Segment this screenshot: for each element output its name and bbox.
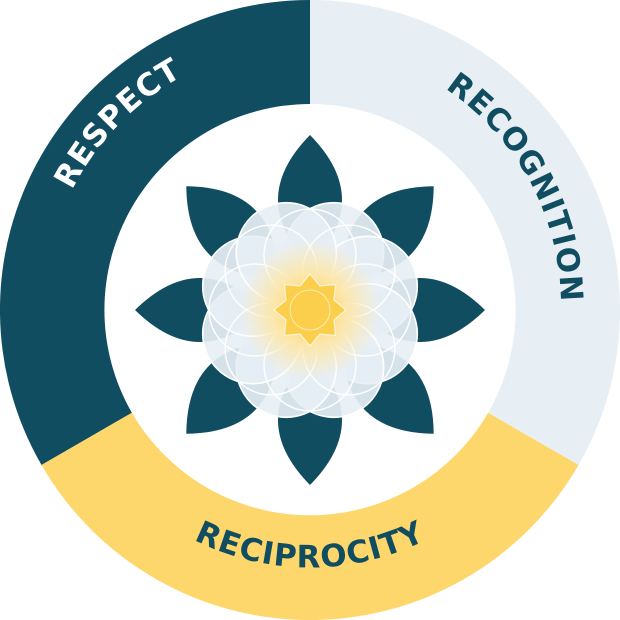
flower-emblem <box>135 135 485 485</box>
segment-reciprocity <box>41 412 579 620</box>
segment-recognition <box>310 0 620 465</box>
center-core <box>289 289 331 331</box>
segment-respect <box>0 0 310 465</box>
